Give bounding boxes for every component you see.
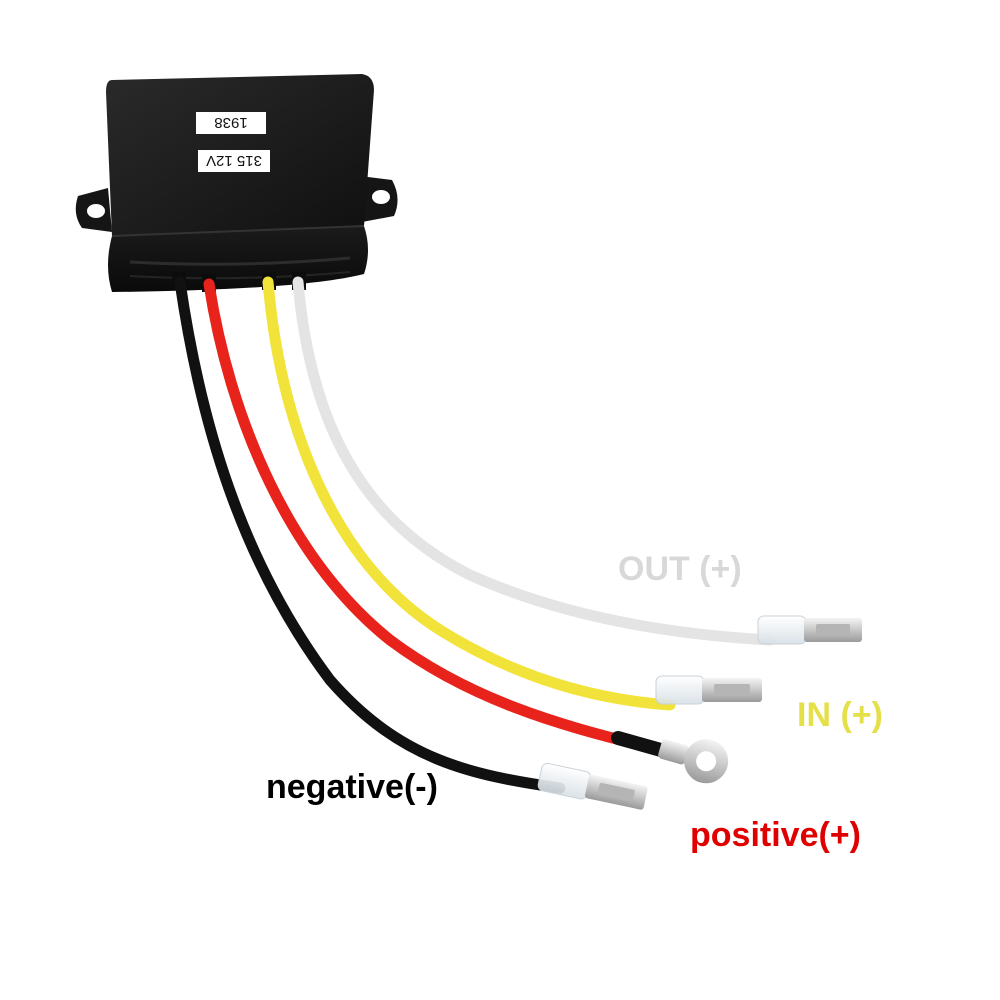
terminal-positive-ring <box>658 739 729 784</box>
wire-white <box>292 276 776 646</box>
label-negative: negative(-) <box>266 768 438 806</box>
sticker-rating-text: 315 12V <box>206 152 262 169</box>
label-in: IN (+) <box>797 696 883 734</box>
module-box <box>75 74 398 292</box>
wire-red <box>203 278 646 751</box>
terminal-out <box>757 615 862 645</box>
label-positive: positive(+) <box>690 816 861 854</box>
terminal-negative <box>537 762 648 810</box>
wire-yellow <box>262 276 676 711</box>
sticker-serial-text: 1938 <box>214 114 247 131</box>
wire-black <box>174 276 566 794</box>
sticker-rating: 315 12V <box>198 150 270 172</box>
mounting-ear-right <box>360 176 398 222</box>
terminal-in <box>655 675 762 705</box>
mounting-ear-left <box>75 188 112 232</box>
label-out: OUT (+) <box>618 550 742 588</box>
sticker-serial: 1938 <box>196 112 266 134</box>
